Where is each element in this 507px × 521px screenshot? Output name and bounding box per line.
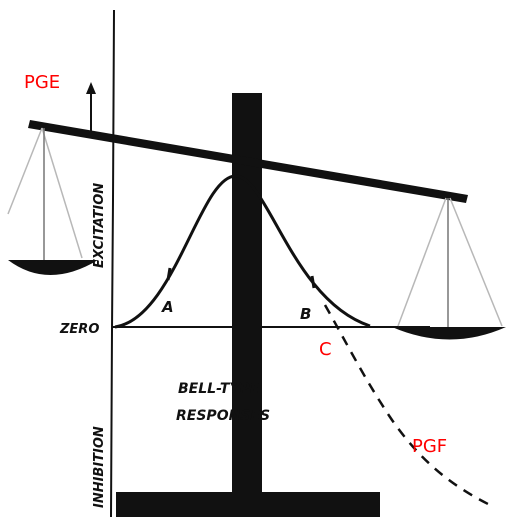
up-arrow-icon bbox=[86, 82, 96, 136]
tick-b bbox=[310, 275, 316, 289]
excitation-label: EXCITATION bbox=[92, 183, 107, 268]
tick-a bbox=[166, 267, 172, 281]
bell-curve bbox=[114, 174, 371, 329]
inhibition-label: INHIBITION bbox=[92, 426, 107, 508]
point-c-label: C bbox=[319, 339, 332, 360]
pgf-dashed-line bbox=[323, 304, 491, 507]
scale-post bbox=[232, 93, 262, 493]
pge-label: PGE bbox=[24, 72, 60, 93]
right-pan bbox=[392, 197, 506, 340]
scale-base bbox=[116, 492, 380, 517]
responses-label: RESPONSES bbox=[176, 408, 270, 424]
vertical-axis bbox=[110, 9, 115, 518]
zero-label: ZERO bbox=[59, 322, 99, 337]
pgf-label: PGF bbox=[412, 436, 447, 457]
point-b-label: B bbox=[300, 305, 311, 323]
scale-beam bbox=[28, 120, 468, 203]
point-a-label: A bbox=[161, 298, 174, 316]
left-pan bbox=[7, 127, 98, 275]
bell-type-label: BELL-TYPE bbox=[178, 381, 260, 397]
